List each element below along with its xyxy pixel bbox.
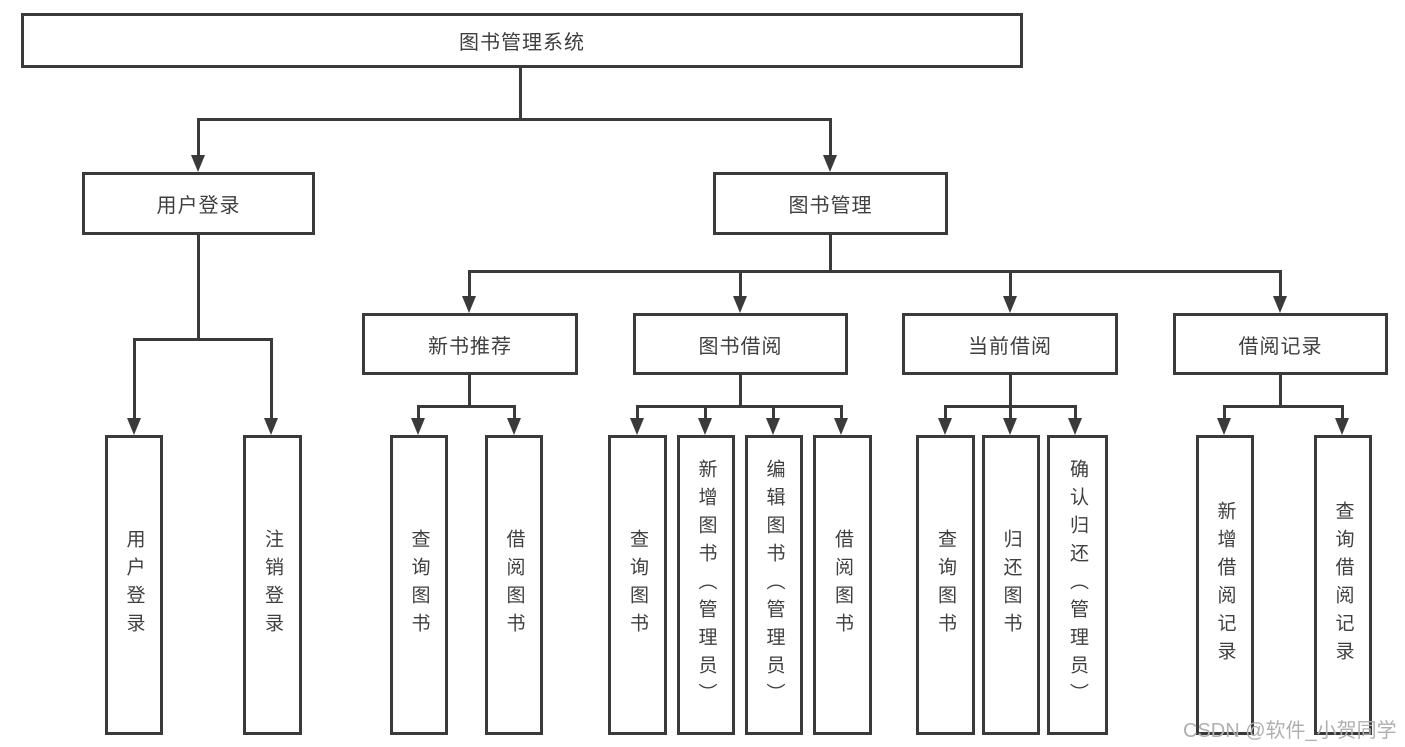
connector-drop-leaf-rec-query: [1341, 405, 1344, 420]
node-current-borrow-label: 当前借阅: [968, 335, 1052, 358]
leaf-cb-query: 查询图书: [916, 435, 975, 735]
connector-drop-leaf-bw-add: [704, 405, 707, 420]
arrowhead-leaf-user-login: [127, 418, 141, 435]
node-new-book-rec: 新书推荐: [362, 313, 578, 375]
leaf-rec-add-label: 新增借阅记录: [1214, 501, 1236, 669]
arrowhead-leaf-rec-add: [1217, 418, 1231, 435]
arrowhead-leaf-nb-query: [411, 418, 425, 435]
leaf-nb-query-label: 查询图书: [408, 529, 430, 641]
arrowhead-borrow-records: [1273, 296, 1287, 313]
arrowhead-leaf-bw-add: [698, 418, 712, 435]
connector-drop-leaf-rec-add: [1223, 405, 1226, 420]
arrowhead-leaf-user-logout: [264, 418, 278, 435]
connector-drop-book-mgmt: [829, 118, 832, 158]
arrowhead-leaf-bw-edit: [766, 418, 780, 435]
arrowhead-book-mgmt: [823, 155, 837, 172]
connector-new-book-trunk: [468, 375, 471, 408]
arrowhead-book-borrow: [733, 296, 747, 313]
node-borrow-records-label: 借阅记录: [1238, 335, 1323, 358]
node-book-borrow: 图书借阅: [633, 313, 848, 375]
connector-drop-leaf-bw-edit: [772, 405, 775, 420]
connector-book-borrow-trunk: [739, 375, 742, 408]
leaf-nb-borrow-label: 借阅图书: [503, 529, 525, 641]
leaf-rec-query-label: 查询借阅记录: [1332, 501, 1354, 669]
leaf-cb-query-label: 查询图书: [935, 529, 956, 641]
arrowhead-leaf-cb-return: [1003, 418, 1017, 435]
arrowhead-user-login: [191, 155, 205, 172]
leaf-cb-confirm: 确认归还（管理员）: [1047, 435, 1108, 735]
leaf-bw-add: 新增图书（管理员）: [677, 435, 735, 735]
connector-drop-leaf-bw-borrow: [840, 405, 843, 420]
csdn-watermark: CSDN @软件_小贺同学: [1183, 720, 1397, 742]
connector-borrow-records-branch: [1223, 405, 1344, 408]
leaf-bw-edit: 编辑图书（管理员）: [745, 435, 803, 735]
connector-drop-leaf-cb-query: [944, 405, 947, 420]
connector-drop-current-borrow: [1009, 270, 1012, 298]
connector-user-login-branch: [133, 338, 273, 341]
connector-drop-leaf-user-login: [133, 338, 136, 420]
leaf-cb-return-label: 归还图书: [1000, 529, 1022, 641]
leaf-user-login-label: 用户登录: [123, 529, 145, 641]
arrowhead-leaf-cb-confirm: [1068, 418, 1082, 435]
connector-drop-leaf-user-logout: [270, 338, 273, 420]
connector-root-trunk: [519, 68, 522, 120]
leaf-user-login: 用户登录: [105, 435, 163, 735]
connector-book-mgmt-trunk: [829, 235, 832, 273]
leaf-rec-add: 新增借阅记录: [1196, 435, 1254, 735]
arrowhead-leaf-bw-borrow: [834, 418, 848, 435]
connector-drop-leaf-nb-borrow: [513, 405, 516, 420]
connector-drop-user-login: [197, 118, 200, 158]
leaf-bw-edit-label: 编辑图书（管理员）: [763, 459, 785, 711]
connector-drop-new-book-rec: [468, 270, 471, 298]
node-new-book-rec-label: 新书推荐: [428, 335, 512, 358]
node-user-login: 用户登录: [82, 172, 315, 235]
leaf-user-logout: 注销登录: [243, 435, 302, 735]
node-root: 图书管理系统: [21, 13, 1023, 68]
connector-user-login-trunk: [197, 235, 200, 338]
connector-drop-leaf-cb-return: [1009, 405, 1012, 420]
arrowhead-current-borrow: [1003, 296, 1017, 313]
leaf-bw-add-label: 新增图书（管理员）: [695, 459, 717, 711]
connector-root-branch: [197, 118, 832, 121]
leaf-nb-query: 查询图书: [390, 435, 448, 735]
connector-borrow-records-trunk: [1279, 375, 1282, 408]
node-book-mgmt-label: 图书管理: [788, 195, 873, 217]
connector-drop-book-borrow: [739, 270, 742, 298]
leaf-rec-query: 查询借阅记录: [1314, 435, 1372, 735]
connector-new-book-branch: [417, 405, 516, 408]
leaf-nb-borrow: 借阅图书: [485, 435, 543, 735]
arrowhead-new-book-rec: [462, 296, 476, 313]
node-book-borrow-label: 图书借阅: [698, 335, 783, 358]
leaf-bw-borrow-label: 借阅图书: [832, 529, 853, 641]
arrowhead-leaf-bw-query: [630, 418, 644, 435]
leaf-bw-query-label: 查询图书: [627, 529, 648, 641]
connector-drop-borrow-records: [1279, 270, 1282, 298]
node-book-mgmt: 图书管理: [713, 172, 948, 235]
connector-current-borrow-trunk: [1009, 375, 1012, 408]
node-borrow-records: 借阅记录: [1173, 313, 1388, 375]
node-user-login-label: 用户登录: [156, 195, 241, 217]
leaf-cb-confirm-label: 确认归还（管理员）: [1067, 459, 1088, 711]
leaf-bw-query: 查询图书: [608, 435, 667, 735]
connector-drop-leaf-cb-confirm: [1074, 405, 1077, 420]
leaf-user-logout-label: 注销登录: [262, 529, 283, 641]
connector-drop-leaf-bw-query: [636, 405, 639, 420]
arrowhead-leaf-cb-query: [938, 418, 952, 435]
connector-book-mgmt-branch: [468, 270, 1282, 273]
node-root-label: 图书管理系统: [459, 32, 585, 54]
connector-book-borrow-branch: [636, 405, 843, 408]
leaf-bw-borrow: 借阅图书: [813, 435, 872, 735]
arrowhead-leaf-rec-query: [1335, 418, 1349, 435]
node-current-borrow: 当前借阅: [902, 313, 1118, 375]
leaf-cb-return: 归还图书: [982, 435, 1040, 735]
arrowhead-leaf-nb-borrow: [507, 418, 521, 435]
connector-drop-leaf-nb-query: [417, 405, 420, 420]
